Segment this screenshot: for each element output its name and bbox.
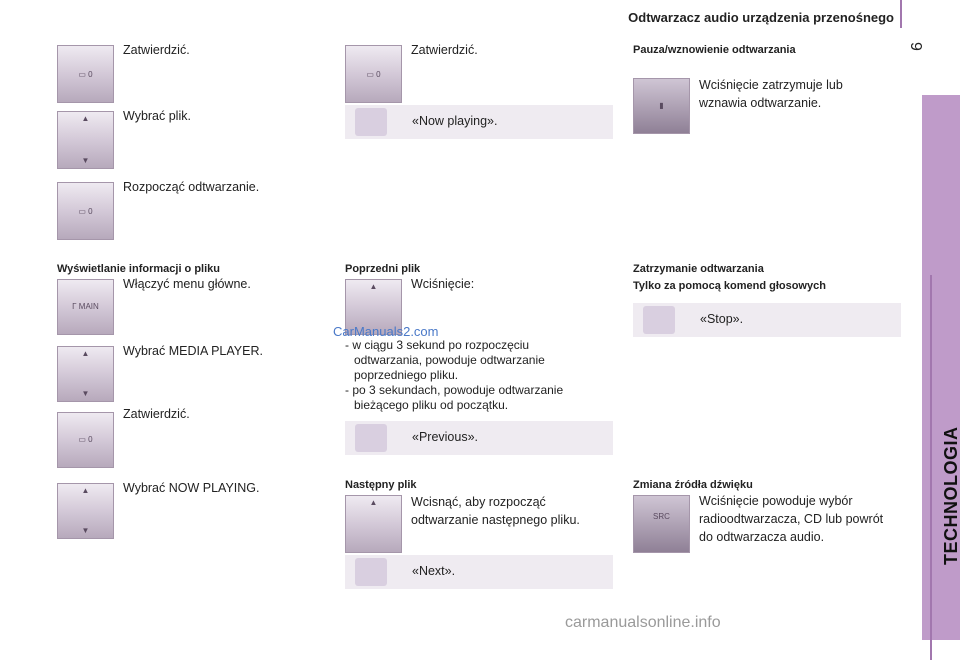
step-text: Włączyć menu główne. [123,277,251,291]
voice-command-text: «Next». [412,564,456,578]
ok-button-image: ▭ 0 [57,45,114,103]
list-line: odtwarzania, powoduje odtwarzanie [354,353,545,367]
ok-button-image: ▭ 0 [345,45,402,103]
up-down-button-image: ▲ [345,279,402,335]
text-line: do odtwarzacza audio. [699,530,825,544]
voice-head-icon [355,108,387,136]
step-text: Wciśnięcie zatrzymuje lub wznawia odtwar… [699,76,843,112]
step-text: Wybrać MEDIA PLAYER. [123,344,263,358]
section-title: Zmiana źródła dźwięku [633,479,753,491]
text-line: odtwarzanie następnego pliku. [411,513,580,527]
voice-command-text: «Now playing». [412,114,498,128]
voice-command-text: «Previous». [412,430,479,444]
section-title: Zatrzymanie odtwarzania [633,263,764,275]
main-menu-button-image: Γ MAIN [57,279,114,335]
source-button-image: SRC [633,495,690,553]
sidebar-label: TECHNOLOGIA [941,426,960,566]
voice-head-icon [355,424,387,452]
voice-command-box: «Now playing». [345,105,613,139]
text-line: Wciśnięcie zatrzymuje lub [699,78,843,92]
up-down-button-image: ▲▼ [57,483,114,539]
list-line: - w ciągu 3 sekund po rozpoczęciu [345,338,530,352]
watermark: carmanualsonline.info [565,614,721,631]
voice-head-icon [643,306,675,334]
step-text: Zatwierdzić. [123,407,190,421]
step-text: Zatwierdzić. [123,43,190,57]
step-text: Rozpocząć odtwarzanie. [123,180,260,194]
voice-command-box: «Previous». [345,421,613,455]
chapter-number: 9 [907,42,924,51]
section-title: Poprzedni plik [345,263,421,275]
voice-head-icon [355,558,387,586]
header-divider [900,0,902,28]
text-line: wznawia odtwarzanie. [699,96,822,110]
watermark: CarManuals2.com [333,324,439,339]
voice-command-text: «Stop». [700,312,744,326]
up-down-button-image: ▲▼ [57,346,114,402]
up-down-button-image: ▲ [345,495,402,553]
section-title: Następny plik [345,479,417,491]
sidebar-tab: TECHNOLOGIA [922,95,960,660]
list-line: poprzedniego pliku. [354,368,459,382]
step-text: Wcisnąć, aby rozpocząć odtwarzanie nastę… [411,493,580,529]
sidebar-divider [930,275,932,660]
list-line: bieżącego pliku od początku. [354,398,509,412]
pause-button-image: ▮ [633,78,690,134]
step-text: Wciśnięcie: [411,277,475,291]
voice-command-box: «Stop». [633,303,901,337]
step-text: Wciśnięcie powoduje wybór radioodtwarzac… [699,492,883,546]
list-line: - po 3 sekundach, powoduje odtwarzanie [345,383,564,397]
header-title: Odtwarzacz audio urządzenia przenośnego [628,10,894,25]
ok-button-image: ▭ 0 [57,182,114,240]
voice-command-box: «Next». [345,555,613,589]
previous-file-description: - w ciągu 3 sekund po rozpoczęciu odtwar… [345,338,613,413]
text-line: Wciśnięcie powoduje wybór [699,494,853,508]
step-text: Wybrać NOW PLAYING. [123,481,260,495]
text-line: radioodtwarzacza, CD lub powrót [699,512,884,526]
section-title: Wyświetlanie informacji o pliku [57,263,221,275]
step-text: Wybrać plik. [123,109,191,123]
step-text: Zatwierdzić. [411,43,478,57]
ok-button-image: ▭ 0 [57,412,114,468]
section-subtitle: Tylko za pomocą komend głosowych [633,280,826,292]
text-line: Wcisnąć, aby rozpocząć [411,495,546,509]
section-title: Pauza/wznowienie odtwarzania [633,44,796,56]
up-down-button-image: ▲▼ [57,111,114,169]
